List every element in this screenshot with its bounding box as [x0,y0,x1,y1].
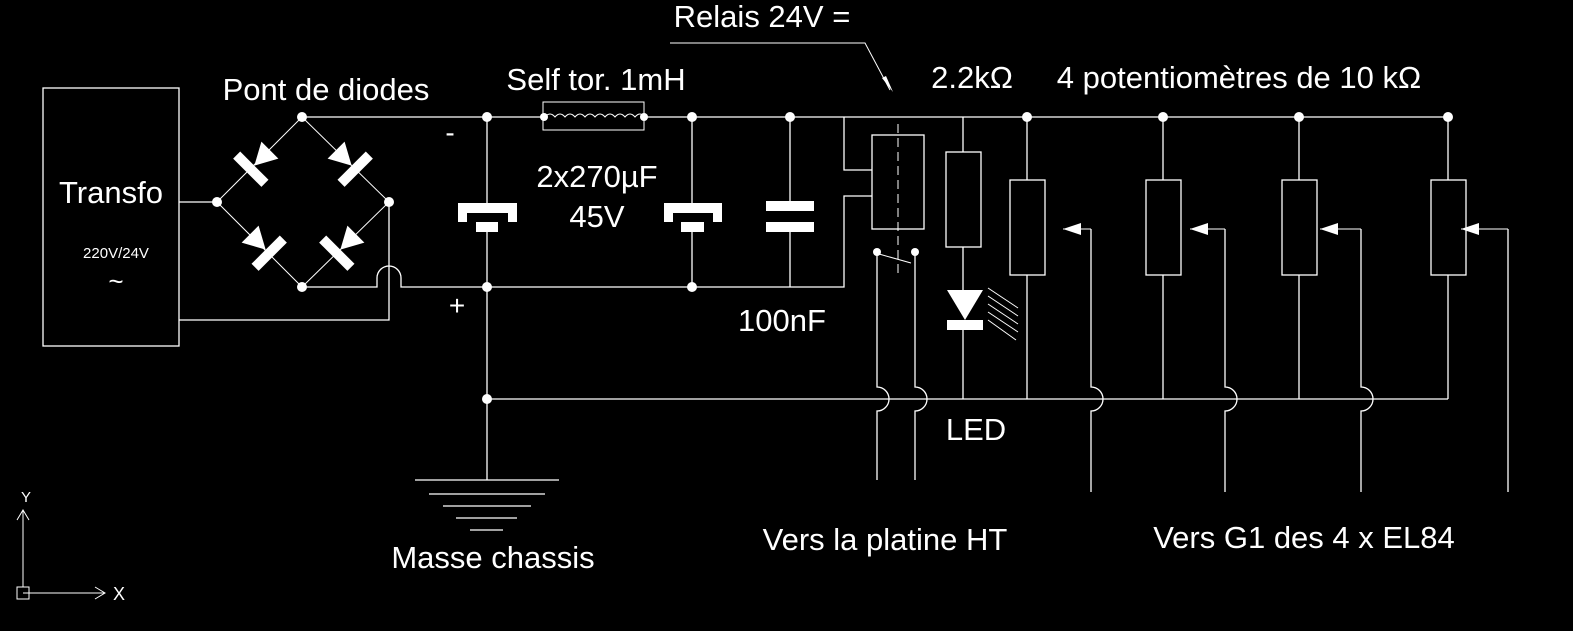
potentiometer-body [1009,179,1046,276]
transformer-box [42,87,180,347]
diode-icon [241,225,287,271]
choke-label: Self tor. 1mH [506,62,685,97]
minus-label: - [445,117,454,148]
relay: Relais 24V = [670,0,928,480]
capacitor-plate-icon [766,222,814,232]
capacitor-c1 [458,112,517,480]
ac-symbol-icon: ~ [108,266,123,296]
cap-small-label: 100nF [738,303,826,338]
transformer-label: Transfo [59,175,163,210]
wiper-wire [1360,229,1374,492]
coil-icon [544,113,646,118]
wiper-wire [1224,229,1238,492]
diode-icon [233,141,279,187]
relay-label: Relais 24V = [674,0,851,34]
resistor-body [945,151,982,248]
potentiometer-body [1281,179,1318,276]
junction-dot [212,197,222,207]
output-g1-label: Vers G1 des 4 x EL84 [1153,520,1455,555]
chassis-ground-icon [415,479,559,531]
junction-dot [384,197,394,207]
transformer-rating: 220V/24V [83,245,149,262]
electrolytic-plate-icon [458,203,517,222]
wiper-wire [1090,229,1104,492]
caps-voltage-label: 45V [569,199,624,234]
relay-contact-switch-icon [878,253,912,264]
diode-icon [327,141,373,187]
junction-dot [785,112,795,122]
capacitor-plate-icon [766,201,814,211]
rail-positive [302,265,842,288]
potentiometer-p2 [1145,112,1238,492]
output-ht-label: Vers la platine HT [763,522,1008,557]
junction-dot [482,282,492,292]
potentiometer-p3 [1281,112,1374,492]
capacitor-c3: 100nF [738,112,826,338]
relay-contact-wire [914,252,928,480]
potentiometer-p1 [1009,112,1104,492]
electrolytic-plate-icon [664,203,722,222]
bridge-label: Pont de diodes [223,72,430,107]
resistor-r1: 2.2kΩ [931,60,1013,290]
capacitor-c2 [664,112,722,292]
relay-contact-wire [876,252,890,480]
led-triangle-icon [947,290,983,320]
junction-dot [687,282,697,292]
caps-value-label: 2x270µF [536,159,657,194]
diode-icon [319,225,365,271]
ucs-x-label: X [113,584,125,604]
ucs-axis-icon: Y X [16,489,125,604]
ground-label: Masse chassis [391,540,594,575]
relay-leader-line [670,42,891,91]
diode-bridge: Pont de diodes [212,72,429,292]
light-emission-icon [987,287,1019,341]
potentiometer-p4 [1430,112,1509,492]
potentiometer-body [1145,179,1182,276]
resistor-label: 2.2kΩ [931,60,1013,95]
bridge-diamond [216,116,390,288]
transformer: Transfo 220V/24V ~ [42,87,180,347]
plus-label: + [449,290,465,321]
potentiometer-body [1430,179,1467,276]
led-label: LED [946,412,1006,447]
junction-dot [482,112,492,122]
ucs-y-label: Y [21,489,31,506]
choke-inductor: Self tor. 1mH [506,62,686,131]
arrow-head-icon [882,76,893,92]
led: LED [946,287,1019,447]
wire-transfo-bridge-right [179,202,390,321]
pots-label: 4 potentiomètres de 10 kΩ [1057,60,1421,95]
junction-dot [687,112,697,122]
